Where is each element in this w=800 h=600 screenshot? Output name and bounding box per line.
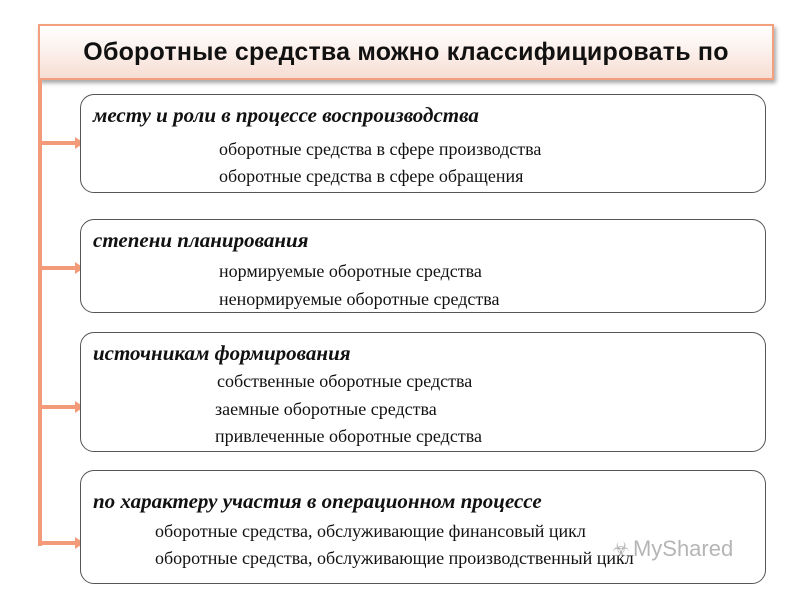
card-heading: степени планирования [93,228,309,252]
card-item: оборотные средства, обслуживающие финанс… [155,521,586,541]
category-card-planning: степени планирования нормируемые оборотн… [80,219,766,313]
category-card-reproduction-role: месту и роли в процессе воспроизводства … [80,94,766,193]
card-heading: источникам формирования [93,341,351,365]
card-item: ненормируемые оборотные средства [219,289,500,309]
watermark-text: MyShared [632,536,734,561]
card-item: оборотные средства в сфере производства [219,139,542,159]
watermark: ☣MyShared [612,536,733,562]
arrow-head-icon [75,137,84,149]
card-item: собственные оборотные средства [217,371,473,391]
card-heading: месту и роли в процессе воспроизводства [93,103,479,127]
category-card-operating-process: по характеру участия в операционном проц… [80,470,766,584]
connector-arrow-1 [38,137,84,149]
card-item: оборотные средства, обслуживающие произв… [155,548,634,568]
card-item: заемные оборотные средства [215,399,437,419]
connector-arrow-2 [38,262,84,274]
arrow-head-icon [75,262,84,274]
connector-arrow-4 [38,537,84,549]
arrow-head-icon [75,537,84,549]
diagram-title: Оборотные средства можно классифицироват… [83,37,729,66]
connector-arrow-3 [38,401,84,413]
watermark-logo-icon: ☣ [612,539,630,561]
arrow-head-icon [75,401,84,413]
card-item: привлеченные оборотные средства [215,426,482,446]
card-item: оборотные средства в сфере обращения [219,166,524,186]
connector-trunk [38,80,42,546]
title-box: Оборотные средства можно классифицироват… [38,24,774,80]
card-item: нормируемые оборотные средства [219,261,482,281]
category-card-funding-sources: источникам формирования собственные обор… [80,332,766,452]
card-heading: по характеру участия в операционном проц… [93,489,542,513]
